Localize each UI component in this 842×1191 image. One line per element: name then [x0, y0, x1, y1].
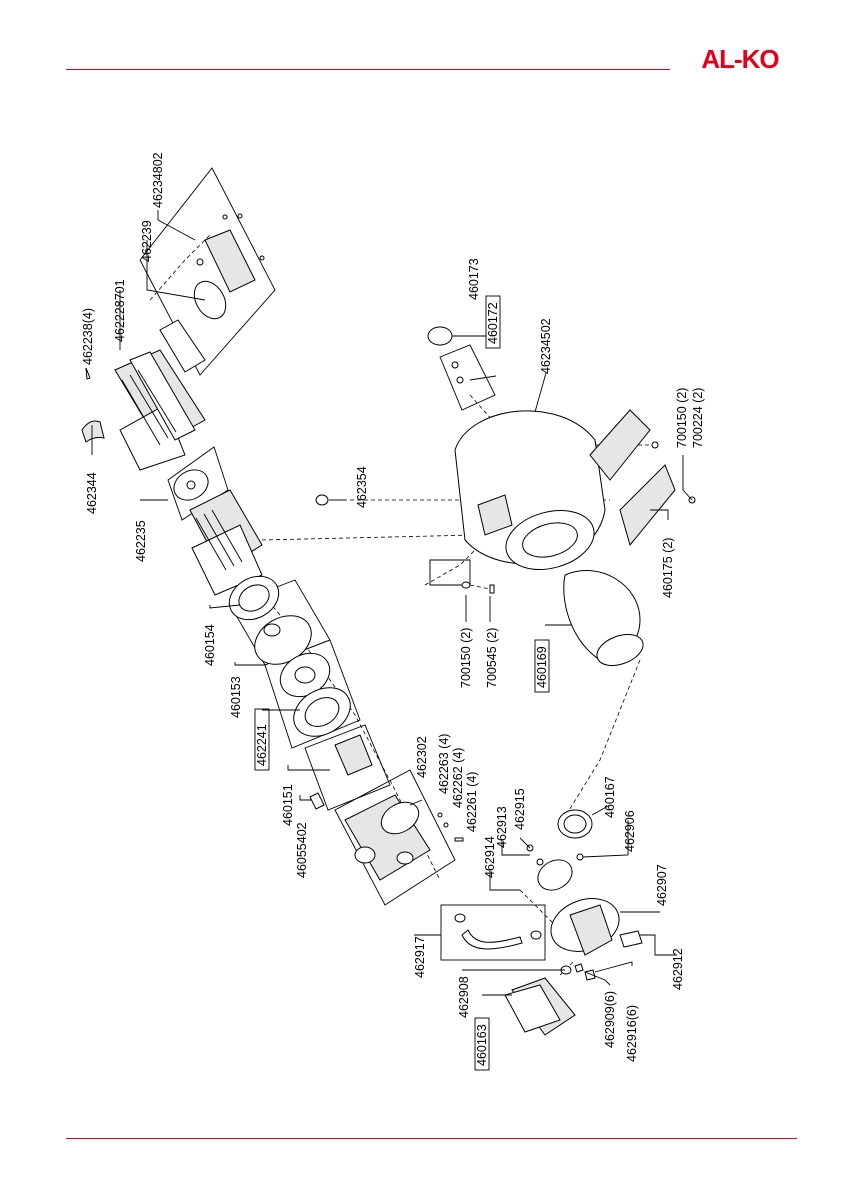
label-462344: 462344 — [85, 472, 99, 514]
bladder-460169 — [563, 570, 644, 667]
label-460169-boxed: 460169 — [534, 639, 550, 693]
label-462235: 462235 — [134, 520, 148, 562]
frame-460153 — [264, 639, 361, 749]
frame-462241 — [304, 724, 391, 811]
label-460167: 460167 — [603, 776, 617, 818]
cover-clip — [81, 420, 105, 443]
label-460154: 460154 — [203, 624, 217, 666]
frame-46234802 — [139, 167, 276, 376]
label-46055402: 46055402 — [295, 822, 309, 878]
label-462909: 462909(6) — [603, 991, 617, 1048]
label-460169: 460169 — [535, 646, 549, 688]
label-462238: 462238(4) — [81, 308, 95, 365]
label-460175: 460175 (2) — [661, 538, 675, 598]
check-46055402 — [309, 792, 325, 810]
label-462915: 462915 — [513, 788, 527, 830]
foot-lower — [619, 464, 676, 547]
label-462228701: 462228701 — [113, 279, 127, 342]
valve-cap-460173 — [427, 326, 453, 346]
label-462262: 462262 (4) — [451, 748, 465, 808]
part-labels: 462344 462238(4) 462228701 462239 462348… — [81, 152, 705, 1071]
motor-housing — [114, 349, 206, 471]
label-462261: 462261 (4) — [465, 772, 479, 832]
label-460153: 460153 — [229, 676, 243, 718]
label-462241-boxed: 462241 — [254, 708, 270, 771]
label-46234802: 46234802 — [151, 152, 165, 208]
label-462239: 462239 — [140, 220, 154, 262]
label-462263: 462263 (4) — [437, 734, 451, 794]
label-460172-boxed: 460172 — [485, 295, 501, 349]
label-460163-boxed: 460163 — [474, 1017, 490, 1071]
label-460173: 460173 — [467, 258, 481, 300]
stator — [189, 489, 263, 596]
footer-rule — [66, 1138, 797, 1139]
label-462908: 462908 — [457, 976, 471, 1018]
foot-upper — [589, 409, 651, 481]
part-shapes — [81, 213, 696, 1036]
label-46234502: 46234502 — [539, 318, 553, 374]
label-460172: 460172 — [486, 302, 500, 344]
connector-462907 — [550, 898, 620, 956]
label-700224: 700224 (2) — [691, 388, 705, 448]
label-700545: 700545 (2) — [485, 628, 499, 688]
bearing-462354 — [315, 494, 329, 506]
hose-462917 — [461, 929, 523, 950]
frame-460172 — [439, 344, 496, 411]
al-ko-logo: AL-KO — [701, 44, 779, 74]
pump-housing — [344, 794, 431, 881]
label-462914: 462914 — [483, 836, 497, 878]
label-462917: 462917 — [413, 936, 427, 978]
label-460163: 460163 — [475, 1024, 489, 1066]
frame-462302 — [334, 769, 456, 906]
label-462302: 462302 — [415, 736, 429, 778]
label-462354: 462354 — [355, 466, 369, 508]
frame-700150 — [429, 559, 471, 586]
jet-460151 — [334, 734, 373, 776]
frame-fan — [167, 446, 229, 521]
flange-462914 — [537, 859, 573, 891]
label-460151: 460151 — [281, 784, 295, 826]
fan-wheel — [173, 469, 209, 501]
label-700150-a: 700150 (2) — [675, 388, 689, 448]
label-462913: 462913 — [495, 806, 509, 848]
label-462241: 462241 — [255, 724, 269, 766]
header-rule — [66, 69, 670, 70]
pressure-switch-460163 — [504, 977, 576, 1036]
capacitor-box — [159, 213, 265, 373]
pressure-tank — [454, 410, 606, 570]
screw-462238 — [85, 367, 91, 380]
label-462912: 462912 — [671, 948, 685, 990]
label-462906: 462906 — [623, 810, 637, 852]
label-700150-b: 700150 (2) — [459, 628, 473, 688]
frame-462917 — [440, 904, 546, 961]
leader-lines — [85, 210, 693, 996]
label-462916: 462916(6) — [625, 1005, 639, 1062]
label-462907: 462907 — [655, 864, 669, 906]
fitting-462912 — [619, 930, 643, 948]
